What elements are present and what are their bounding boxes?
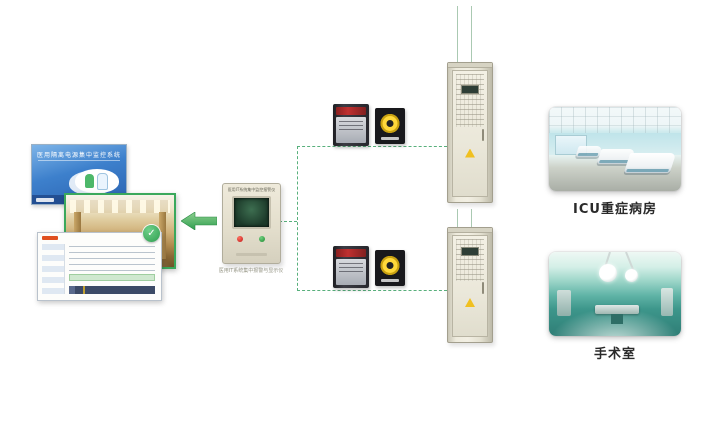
monitor-screen [232,196,271,229]
feed-line-top-2 [471,6,472,62]
or-equipment-left [557,290,571,316]
isolation-power-cabinet-bottom [447,227,493,343]
dual-power-transfer-switch [333,246,369,288]
login-screen-divider [38,160,120,161]
login-screen-title: 医用隔离电源集中监控系统 [36,152,121,159]
connector-vertical-bus [297,146,298,291]
monitor-slot [236,253,267,256]
operating-table [595,305,639,314]
bed-rail [626,169,670,172]
schematic-device-list [42,244,65,294]
cabinet-top-cap [448,63,492,68]
operating-table-base [611,314,623,324]
ats-red-panel [336,249,366,257]
icu-branch-label: ICU重症病房 [573,202,657,217]
ats-switch-group-bottom [333,242,405,290]
cabinet-display-window [461,84,479,94]
yellow-dial-icon [380,256,400,275]
warning-triangle-icon [465,148,475,158]
hall-column-right [159,212,166,259]
monitor-device-caption: 医用IT系统集中报警与显示仪 [218,268,284,274]
controller-label-strip [381,279,399,282]
controller-with-dial [375,250,405,286]
monitor-red-button [237,236,243,242]
cartoon-doctor-icon [85,174,94,188]
monitor-device-title: 医用IT系统集中监控报警仪 [227,187,276,192]
schematic-wiring-lines [69,246,155,271]
warning-triangle-icon [465,298,475,307]
surgical-light-icon [625,269,638,282]
connector-monitor-to-bus [279,221,297,222]
operating-room-photo [549,252,681,336]
cabinet-handle [482,128,484,141]
cabinet-display-window [461,247,479,256]
ats-front-panel [336,259,366,285]
controller-with-dial [375,108,405,144]
icu-ceiling-grid [549,107,681,133]
monitor-green-button [259,236,265,242]
cabinet-vent-grid [456,239,484,281]
operating-room-branch-label: 手术室 [593,347,636,362]
ats-switch-group-top [333,100,405,148]
yellow-dial-icon [380,114,400,133]
ats-red-panel [336,107,366,115]
cabinet-vent-grid [456,74,484,127]
cabinet-top-cap [448,228,492,233]
brand-logo [36,198,54,202]
cartoon-nurse-icon [97,173,108,190]
ats-front-panel [336,117,366,143]
cabinet-door [452,70,488,197]
schematic-status-band [69,274,155,281]
cabinet-door [452,235,488,337]
hospital-bed [623,153,677,173]
hall-ceiling-lights [70,200,170,213]
monitoring-software-schematic-screen [37,232,162,301]
dual-power-transfer-switch [333,104,369,146]
left-arrow-icon [181,212,217,230]
bed-rail [577,153,599,156]
controller-label-strip [381,137,399,140]
software-logo-mark [42,236,58,240]
isolation-power-cabinet-top [447,62,493,203]
or-equipment-right [661,288,673,316]
surgical-light-icon [599,264,617,282]
connector-bottom-branch [297,290,447,291]
feed-line-top-1 [457,6,458,62]
connector-top-branch [297,146,447,147]
icu-ward-photo [549,107,681,191]
feed-line-bottom-1 [457,209,458,227]
schematic-toolbar-band [69,286,155,294]
alarm-monitor-device: 医用IT系统集中监控报警仪 [222,183,281,264]
cabinet-handle [482,282,484,294]
feed-line-bottom-2 [471,209,472,227]
bed-rail [598,160,630,163]
cartoon-cloud [75,169,119,193]
check-badge-icon: ✓ [143,225,160,242]
